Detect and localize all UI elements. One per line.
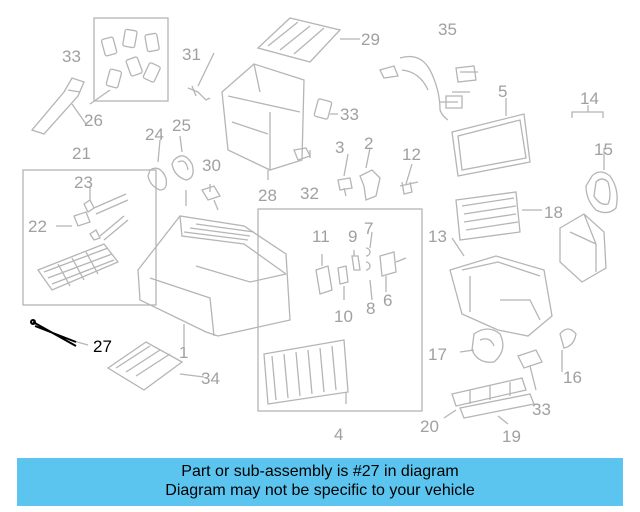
bracket-14 [571, 111, 604, 118]
callout-16: 16 [563, 368, 582, 387]
clip-33-right [313, 98, 333, 120]
callout-2: 2 [364, 134, 373, 153]
callout-7: 7 [364, 219, 373, 238]
callout-20: 20 [420, 417, 439, 436]
callout-30: 30 [202, 156, 221, 175]
seal-15 [585, 171, 618, 214]
part-9 [351, 255, 361, 271]
callout-5: 5 [498, 82, 507, 101]
part-12 [399, 181, 419, 195]
callout-10: 10 [334, 307, 353, 326]
callout-33a: 33 [62, 47, 81, 66]
leader-lines [56, 38, 605, 425]
callout-26: 26 [84, 111, 103, 130]
filter-5 [451, 113, 531, 177]
filter-29 [256, 17, 342, 63]
callout-6: 6 [383, 291, 392, 310]
callout-22: 22 [28, 217, 47, 236]
callout-18: 18 [544, 203, 563, 222]
callout-13: 13 [428, 227, 447, 246]
callout-8: 8 [366, 299, 375, 318]
callout-3: 3 [335, 138, 344, 157]
callout-11: 11 [312, 227, 330, 246]
callout-24: 24 [145, 125, 164, 144]
callout-14: 14 [580, 89, 599, 108]
banner-line-1: Part or sub-assembly is #27 in diagram [181, 463, 459, 480]
duct-26 [30, 77, 85, 135]
callout-23: 23 [74, 173, 93, 192]
tube-set [93, 193, 129, 241]
part-2 [359, 169, 381, 201]
grill-35 [106, 341, 184, 391]
case-1 [137, 215, 291, 337]
callout-15: 15 [594, 140, 613, 159]
callout-29: 29 [361, 30, 380, 49]
callout-21: 21 [72, 144, 91, 163]
part-20-19 [451, 377, 535, 419]
motor-17 [471, 328, 504, 363]
part-3 [337, 177, 353, 197]
parts-diagram: 33 31 29 35 5 14 15 26 33 24 25 30 3 2 1… [22, 17, 618, 446]
part-25 [171, 155, 194, 181]
clip-set-33 [100, 28, 161, 89]
part-16 [559, 328, 577, 349]
heater-core [36, 243, 120, 291]
part-7-8 [365, 247, 371, 271]
actuator-30 [201, 185, 221, 211]
callout-35: 34 [201, 369, 220, 388]
housing-14 [559, 213, 607, 283]
callout-34: 35 [438, 20, 457, 39]
case-1-vent [183, 223, 255, 241]
group-box-4-evaporator [257, 208, 423, 412]
callout-4: 4 [334, 425, 343, 444]
evaporator-4 [263, 339, 349, 405]
filter-18 [455, 191, 521, 241]
harness-34 [379, 55, 478, 121]
part-11 [315, 265, 333, 295]
info-banner: Part or sub-assembly is #27 in diagram D… [17, 458, 623, 506]
part-27-highlighted [30, 319, 77, 347]
callout-27: 27 [93, 337, 112, 356]
group-box-21-heater-core [22, 169, 157, 306]
group-box-33-clips [93, 17, 169, 102]
callout-25: 25 [172, 116, 191, 135]
callout-labels: 33 31 29 35 5 14 15 26 33 24 25 30 3 2 1… [28, 20, 613, 446]
callout-17: 17 [428, 345, 447, 364]
callout-33b: 33 [340, 105, 359, 124]
callout-12: 12 [402, 145, 421, 164]
blower-13 [449, 255, 553, 337]
part-6 [379, 251, 407, 277]
part-24 [147, 167, 168, 191]
part-22-23 [73, 199, 101, 241]
part-10 [337, 265, 349, 285]
part-33-lower [517, 349, 543, 369]
callout-19: 19 [502, 427, 521, 446]
callout-1: 1 [179, 343, 188, 362]
callout-9: 9 [348, 227, 357, 246]
callout-32: 32 [300, 184, 319, 203]
callout-28: 28 [258, 186, 277, 205]
sensor-31 [187, 85, 211, 101]
callout-33c: 33 [532, 400, 551, 419]
case-28 [221, 63, 305, 171]
callout-31: 31 [182, 45, 201, 64]
banner-line-2: Diagram may not be specific to your vehi… [165, 482, 475, 499]
